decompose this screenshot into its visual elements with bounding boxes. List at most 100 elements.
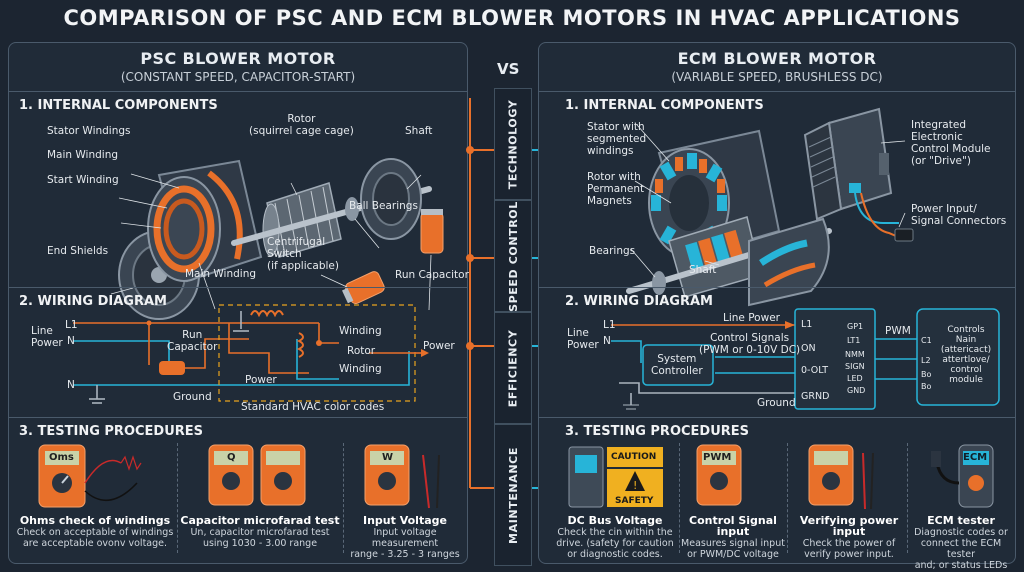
tab-technology: TECHNOLOGY [494, 88, 532, 200]
ecm-test-signal-title: Control Signal input [689, 514, 777, 538]
ecm-module-text: Controls Nain (attericact) attertlove/ c… [940, 325, 992, 385]
psc-title: PSC BLOWER MOTOR [140, 49, 336, 68]
label-end-shields: End Shields [47, 245, 109, 257]
ecm-label-line-power: Line Power [567, 327, 599, 351]
ecm-meter-display-ecm: ECM [963, 452, 988, 463]
ecm-system-controller: System Controller [651, 353, 703, 377]
drive-pin-4: GRND [801, 391, 830, 402]
ecm-test-dc-title: DC Bus Voltage [567, 514, 663, 527]
label-ecm-bearings: Bearings [589, 245, 636, 257]
ecm-test-tester-title: ECM tester [927, 514, 995, 527]
divider [907, 443, 908, 553]
vs-label: VS [497, 60, 520, 78]
test-ohms-text: Check on acceptable of windings are acce… [16, 527, 174, 549]
ecm-label-ground: Ground [757, 397, 796, 409]
divider [679, 443, 680, 553]
ecm-subtitle: (VARIABLE SPEED, BRUSHLESS DC) [671, 70, 883, 84]
label-start-winding: Start Winding [47, 174, 119, 186]
module-pin-4: Bo [921, 382, 932, 391]
drive-pin-r3: NMM [845, 350, 865, 359]
label-winding-top: Winding [339, 325, 382, 337]
psc-components-section: 1. INTERNAL COMPONENTS [9, 91, 467, 332]
ecm-testing-section: 3. TESTING PROCEDURES [539, 417, 1015, 564]
label-run-capacitor-wiring: Run Capacitor [167, 329, 218, 353]
tab-speed-control-label: SPEED CONTROL [506, 200, 520, 312]
label-centrifugal-switch: Centrifugal Switch (if applicable) [267, 236, 339, 272]
label-ecm-power-input: Power Input/ Signal Connectors [911, 203, 1007, 227]
label-ecm-stator: Stator with segmented windings [587, 121, 647, 157]
ecm-components-section: 1. INTERNAL COMPONENTS [539, 91, 1015, 292]
ecm-wire-n: N [603, 335, 611, 347]
page-title: COMPARISON OF PSC AND ECM BLOWER MOTORS … [63, 6, 961, 30]
ecm-wire-l1: L1 [603, 319, 616, 331]
drive-pin-r5: LED [847, 374, 863, 383]
label-ecm-rotor: Rotor with Permanent Magnets [587, 171, 645, 207]
drive-pin-r6: GND [847, 386, 866, 395]
label-color-codes: Standard HVAC color codes [241, 401, 385, 413]
ecm-wiring-diagram [611, 308, 1000, 410]
psc-header: PSC BLOWER MOTOR (CONSTANT SPEED, CAPACI… [9, 49, 467, 84]
meter-display-cap: Q [227, 452, 236, 463]
caution-bottom-label: SAFETY [615, 496, 654, 506]
label-shaft: Shaft [405, 125, 433, 137]
tab-speed-control: SPEED CONTROL [494, 200, 532, 312]
svg-text:!: ! [633, 479, 637, 492]
module-pin-1: C1 [921, 336, 932, 345]
test-ohms-title: Ohms check of windings [19, 514, 171, 527]
ecm-header: ECM BLOWER MOTOR (VARIABLE SPEED, BRUSHL… [539, 49, 1015, 84]
ecm-testers: ! [568, 444, 994, 510]
ecm-meter-display-pwm: PWM [703, 452, 732, 463]
test-volt-text: Input voltage measurement range - 3.25 -… [350, 527, 460, 560]
psc-components-heading: 1. INTERNAL COMPONENTS [19, 98, 218, 113]
caution-top-label: CAUTION [611, 452, 657, 462]
drive-pin-r1: GP1 [847, 322, 864, 331]
psc-multimeters [38, 444, 440, 509]
psc-panel: PSC BLOWER MOTOR (CONSTANT SPEED, CAPACI… [8, 42, 469, 564]
ecm-motor-illustration [626, 107, 914, 307]
tab-efficiency-label: EFFICIENCY [506, 329, 520, 407]
psc-subtitle: (CONSTANT SPEED, CAPACITOR-START) [120, 70, 356, 84]
tab-technology-label: TECHNOLOGY [506, 99, 520, 189]
label-run-capacitor: Run Capacitor [395, 269, 469, 281]
ecm-components-heading: 1. INTERNAL COMPONENTS [565, 98, 764, 113]
tab-efficiency: EFFICIENCY [494, 312, 532, 424]
label-rotor: Rotor (squirrel cage cage) [249, 113, 354, 137]
label-main-winding-bottom: Main Winding [185, 268, 257, 280]
tab-maintenance-label: MAINTENANCE [506, 446, 520, 544]
drive-pin-3: 0-OLT [801, 365, 829, 376]
psc-testing-section: 3. TESTING PROCEDURES [9, 417, 467, 564]
label-main-winding: Main Winding [47, 149, 119, 161]
ecm-test-tester-text: Diagnostic codes or connect the ECM test… [914, 527, 1008, 571]
meter-display-volt: W [382, 452, 394, 463]
ecm-label-pwm: PWM [885, 325, 911, 337]
test-cap-title: Capacitor microfarad test [180, 514, 340, 527]
wire-n-bottom: N [67, 379, 75, 391]
psc-testing-heading: 3. TESTING PROCEDURES [19, 424, 204, 439]
label-ball-bearings: Ball Bearings [349, 200, 418, 212]
label-ground: Ground [173, 391, 212, 403]
module-pin-2: L2 [921, 356, 931, 365]
ecm-test-power-text: Check the power of verify power input. [802, 538, 896, 560]
divider [177, 443, 178, 553]
drive-pin-2: ON [801, 343, 816, 354]
test-cap-text: Un, capacitor microfarad test using 1030… [190, 527, 330, 549]
ecm-testing-heading: 3. TESTING PROCEDURES [565, 424, 750, 439]
wire-n: N [67, 335, 75, 347]
ecm-wiring-heading: 2. WIRING DIAGRAM [565, 294, 713, 309]
label-line-power: Line Power [31, 325, 63, 349]
label-power-out: Power [423, 340, 455, 352]
ecm-title: ECM BLOWER MOTOR [677, 49, 877, 68]
ecm-label-control-signals: Control Signals (PWM or 0-10V DC) [699, 332, 801, 356]
label-stator-windings: Stator Windings [47, 125, 131, 137]
psc-wiring-section: 2. WIRING DIAGRAM [9, 287, 467, 418]
label-winding-bottom: Winding [339, 363, 382, 375]
tab-maintenance: MAINTENANCE [494, 424, 532, 566]
ecm-label-line-power-top: Line Power [723, 312, 780, 324]
label-power-bottom: Power [245, 374, 277, 386]
psc-wiring-heading: 2. WIRING DIAGRAM [19, 294, 167, 309]
ecm-wiring-section: 2. WIRING DIAGRAM [539, 287, 1015, 418]
